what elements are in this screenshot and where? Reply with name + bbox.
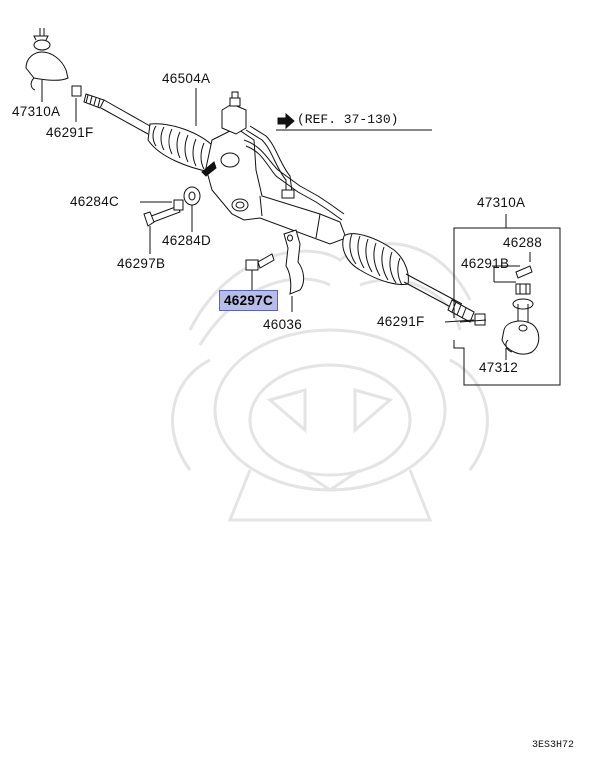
left-jam-nut [71, 85, 82, 97]
label-47312: 47312 [479, 360, 519, 375]
bolt-46297c [245, 253, 275, 271]
label-46297b: 46297B [117, 256, 166, 271]
samurai-helmet-watermark-icon [171, 242, 489, 522]
drawing-code: 3ES3H72 [532, 740, 575, 751]
nut-46284c [173, 199, 184, 211]
label-47310a-left: 47310A [12, 104, 61, 119]
label-47310a-right: 47310A [477, 195, 526, 210]
bolt-46297b [143, 205, 181, 227]
label-46284d: 46284D [162, 233, 212, 248]
label-46504a: 46504A [162, 71, 211, 86]
label-46291f-right: 46291F [377, 314, 425, 329]
label-46288: 46288 [503, 235, 543, 250]
castle-nut-46291b [515, 283, 531, 295]
reference-label: (REF. 37-130) [297, 112, 399, 127]
label-46284c: 46284C [70, 194, 120, 209]
right-jam-nut [474, 313, 486, 326]
steering-gear-housing [201, 91, 347, 245]
left-tie-rod [83, 93, 151, 135]
label-46036: 46036 [263, 317, 303, 332]
clamp-46036 [283, 229, 305, 295]
reference-arrow-icon [277, 112, 295, 130]
right-boot [342, 233, 409, 286]
label-46297c-highlighted[interactable]: 46297C [219, 290, 279, 311]
right-tie-rod-end-47312 [501, 298, 540, 355]
left-boot [147, 123, 216, 173]
washer-46284d [183, 186, 201, 206]
label-46291f-left: 46291F [46, 125, 94, 140]
cotter-pin-46288 [515, 265, 533, 279]
label-46291b: 46291B [461, 256, 510, 271]
right-tie-rod-end-assembly-box [453, 214, 561, 386]
left-tie-rod-end [25, 28, 69, 102]
